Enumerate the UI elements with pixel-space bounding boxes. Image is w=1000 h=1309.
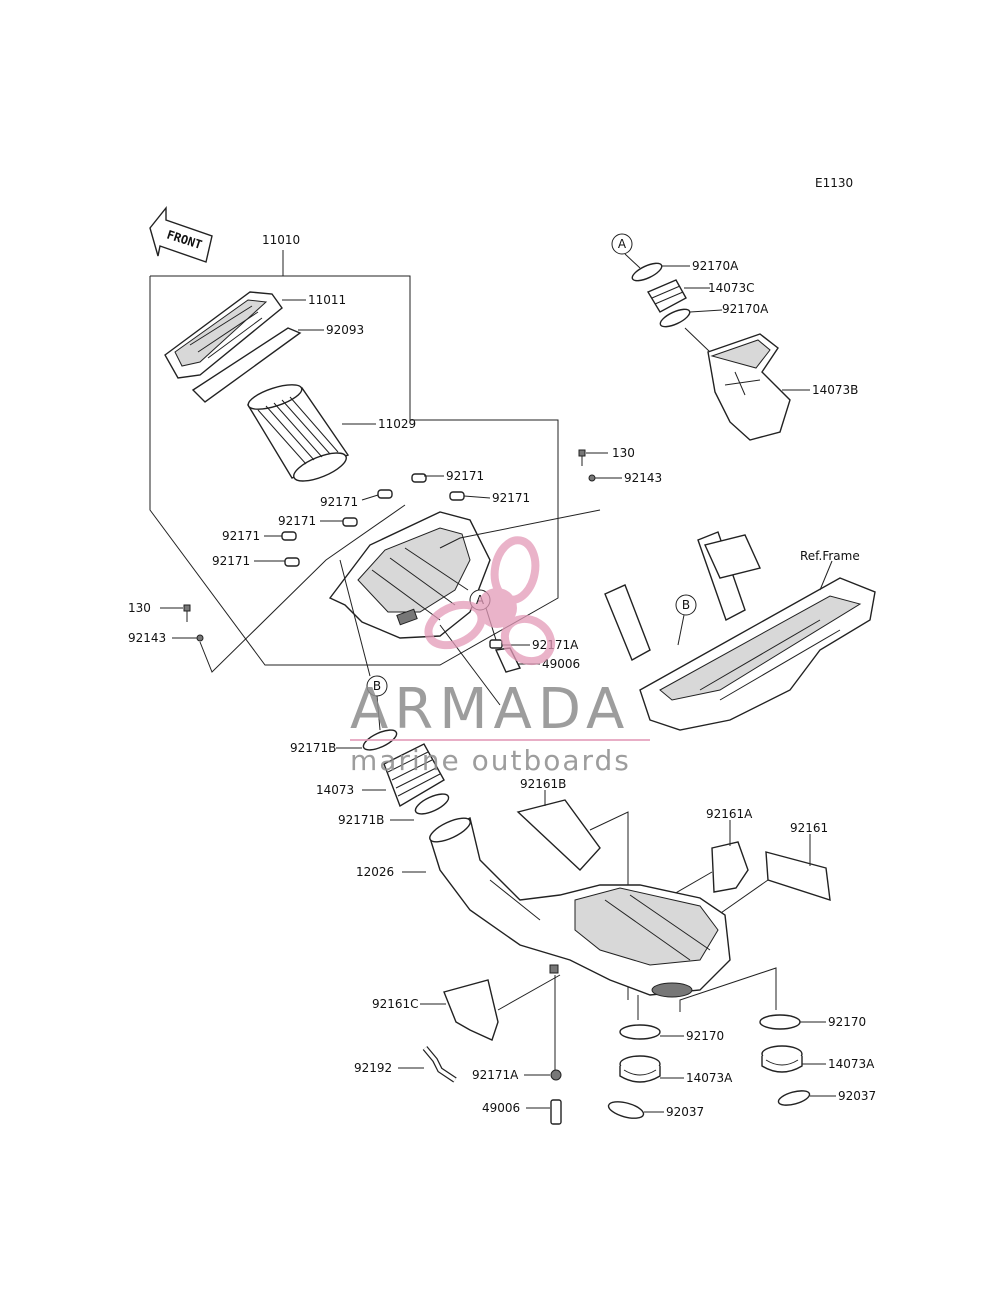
intake-box-12026 bbox=[429, 816, 731, 998]
pad-92161C bbox=[443, 979, 499, 1041]
clamp-92171-5 bbox=[281, 531, 297, 541]
label-92192: 92192 bbox=[354, 1061, 392, 1075]
label-92170A-top: 92170A bbox=[692, 259, 739, 273]
duct-14073A-right bbox=[761, 1045, 803, 1073]
label-92171-5: 92171 bbox=[222, 529, 260, 543]
label-12026: 12026 bbox=[356, 865, 394, 879]
clamp-92171-3 bbox=[449, 491, 465, 501]
clamp-92171-1 bbox=[411, 473, 427, 483]
pad-92161A bbox=[711, 841, 749, 893]
label-92170-mid: 92170 bbox=[686, 1029, 724, 1043]
label-11029: 11029 bbox=[378, 417, 416, 431]
label-92093: 92093 bbox=[326, 323, 364, 337]
label-92171B-bottom: 92171B bbox=[338, 813, 384, 827]
pad-92161 bbox=[765, 851, 831, 902]
ref-b-left: B bbox=[373, 679, 381, 693]
air-filter-element-11029 bbox=[246, 384, 350, 482]
label-92037-right: 92037 bbox=[838, 1089, 876, 1103]
ref-b-frame: B bbox=[682, 598, 690, 612]
label-130-left: 130 bbox=[128, 601, 151, 615]
clamp-92171-2 bbox=[377, 489, 393, 499]
watermark-brand: ARMADA bbox=[350, 677, 630, 742]
label-92161: 92161 bbox=[790, 821, 828, 835]
label-92171-6: 92171 bbox=[212, 554, 250, 568]
label-92171-3: 92171 bbox=[492, 491, 530, 505]
clamp-92171A-bottom bbox=[550, 1069, 562, 1081]
assembly-11010-bracket bbox=[149, 250, 559, 666]
clamp-92037-mid bbox=[607, 1101, 645, 1119]
ref-circle-a-top bbox=[611, 233, 633, 255]
armada-watermark: ARMADA marine outboards bbox=[350, 536, 650, 777]
label-92171A-mid: 92171A bbox=[532, 638, 579, 652]
label-92170-right: 92170 bbox=[828, 1015, 866, 1029]
label-92171A-bottom: 92171A bbox=[472, 1068, 519, 1082]
diagram-code: E1130 bbox=[815, 176, 853, 190]
front-arrow-icon: FRONT bbox=[149, 206, 213, 263]
label-11011: 11011 bbox=[308, 293, 346, 307]
air-cleaner-cover-11011 bbox=[164, 291, 283, 379]
clamp-92037-right bbox=[777, 1090, 811, 1106]
label-92161C: 92161C bbox=[372, 997, 419, 1011]
label-14073: 14073 bbox=[316, 783, 354, 797]
label-92171-4: 92171 bbox=[278, 514, 316, 528]
label-92171-1: 92171 bbox=[446, 469, 484, 483]
clamp-92171B-bottom bbox=[414, 793, 450, 815]
air-cleaner-case bbox=[328, 511, 491, 639]
label-92171-2: 92171 bbox=[320, 495, 358, 509]
label-14073A-mid: 14073A bbox=[686, 1071, 733, 1085]
gasket-92093 bbox=[191, 327, 302, 403]
duct-14073C bbox=[646, 279, 687, 313]
frame-reference bbox=[604, 531, 876, 731]
clamp-92170A-top bbox=[631, 262, 663, 282]
label-92171B-top: 92171B bbox=[290, 741, 336, 755]
clamp-92170-mid bbox=[619, 1024, 661, 1040]
label-92143-right: 92143 bbox=[624, 471, 662, 485]
bolt-130-right bbox=[578, 449, 586, 466]
ref-circle-b-frame bbox=[675, 594, 697, 616]
label-ref-frame: Ref.Frame bbox=[800, 549, 860, 563]
label-11010: 11010 bbox=[262, 233, 300, 247]
label-14073C: 14073C bbox=[708, 281, 755, 295]
duct-14073B bbox=[707, 333, 791, 441]
washer-92143-right bbox=[588, 474, 596, 482]
ref-a-top: A bbox=[618, 237, 627, 251]
intake-duct-14073 bbox=[383, 743, 445, 808]
watermark-tagline: marine outboards bbox=[350, 744, 631, 777]
label-14073A-right: 14073A bbox=[828, 1057, 875, 1071]
label-49006-bottom: 49006 bbox=[482, 1101, 520, 1115]
label-92037-mid: 92037 bbox=[666, 1105, 704, 1119]
duct-14073A-mid bbox=[619, 1055, 661, 1083]
label-92170A-bottom: 92170A bbox=[722, 302, 769, 316]
clamp-92171-6 bbox=[284, 557, 300, 567]
label-92161B: 92161B bbox=[520, 777, 566, 791]
pad-92161B bbox=[516, 799, 601, 871]
clamp-92170A-bottom bbox=[659, 308, 691, 328]
clamp-92170-right bbox=[759, 1014, 801, 1030]
label-92161A: 92161A bbox=[706, 807, 753, 821]
label-130-right: 130 bbox=[612, 446, 635, 460]
label-14073B: 14073B bbox=[812, 383, 858, 397]
label-92143-left: 92143 bbox=[128, 631, 166, 645]
clamp-92171A-mid bbox=[489, 639, 503, 649]
label-49006-mid: 49006 bbox=[542, 657, 580, 671]
clamp-92171-4 bbox=[342, 517, 358, 527]
tube-49006-bottom bbox=[550, 1099, 562, 1125]
propeller-logo-icon bbox=[424, 536, 556, 666]
bolt-130-left bbox=[183, 604, 191, 622]
washer-92143-left bbox=[196, 634, 204, 642]
